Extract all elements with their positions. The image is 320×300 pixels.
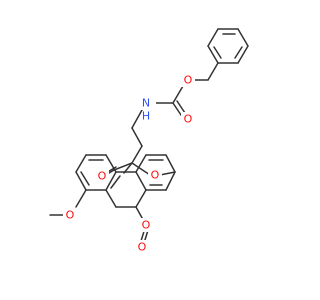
ester-carbonyl-oxygen: O	[95, 169, 109, 183]
benzyl-ring	[207, 28, 249, 64]
ring-oxygen: O	[139, 218, 153, 232]
molecule-structure-diagram: N H O O O O O O O	[49, 28, 249, 254]
carbamate-carbonyl-oxygen-label: O	[184, 113, 193, 126]
pyranone-ring	[105, 171, 150, 244]
methoxy-oxygen-label: O	[66, 209, 75, 222]
ester-ether-oxygen: O	[148, 168, 162, 182]
methoxy-oxygen: O	[63, 208, 77, 222]
benzocoumarin-left-ring	[49, 154, 117, 216]
ring-oxygen-label: O	[142, 219, 151, 232]
lactone-carbonyl-oxygen-label: O	[138, 241, 147, 254]
atom-labels: N H O O O O O O O	[63, 73, 195, 254]
amide-nh-label: N H	[136, 96, 156, 123]
structure-canvas: N H O O O O O O O	[49, 28, 249, 254]
carbamate-linker	[155, 62, 219, 119]
amide-nitrogen-label: N	[142, 97, 150, 110]
carbamate-carbonyl-oxygen: O	[181, 112, 195, 126]
lactone-carbonyl-oxygen: O	[135, 240, 149, 254]
carbamate-oxygen-label: O	[184, 74, 193, 87]
carbamate-ether-oxygen: O	[181, 73, 195, 87]
benzocoumarin-right-ring	[135, 154, 176, 191]
amide-hydrogen-label: H	[142, 110, 150, 123]
ester-carbonyl-oxygen-label: O	[98, 170, 107, 183]
ester-ether-oxygen-label: O	[151, 169, 160, 182]
